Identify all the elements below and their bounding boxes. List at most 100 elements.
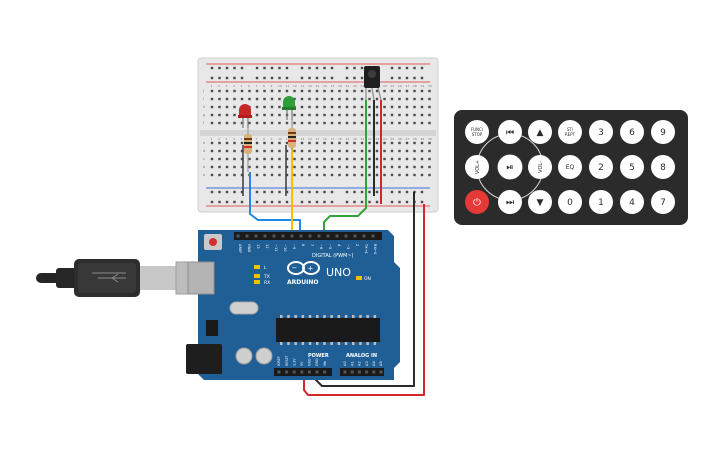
digital-pin[interactable]	[335, 234, 339, 238]
breadboard-hole[interactable]	[323, 165, 326, 169]
breadboard-hole[interactable]	[278, 190, 281, 194]
breadboard-hole[interactable]	[398, 149, 401, 153]
breadboard-hole[interactable]	[255, 66, 259, 70]
breadboard-hole[interactable]	[225, 89, 229, 93]
breadboard-hole[interactable]	[315, 66, 319, 70]
breadboard-hole[interactable]	[300, 190, 304, 194]
breadboard-hole[interactable]	[383, 157, 386, 161]
breadboard-hole[interactable]	[398, 121, 401, 125]
breadboard-hole[interactable]	[398, 89, 401, 93]
remote-button-digit-7-face[interactable]	[651, 190, 675, 214]
digital-pin[interactable]	[281, 234, 285, 238]
breadboard-hole[interactable]	[413, 173, 416, 177]
remote-button-down-face[interactable]	[528, 190, 552, 214]
breadboard-hole[interactable]	[263, 173, 266, 177]
breadboard-hole[interactable]	[338, 89, 341, 93]
remote-button-digit-9[interactable]: 9	[651, 120, 675, 144]
breadboard-hole[interactable]	[263, 121, 266, 125]
breadboard-hole[interactable]	[398, 105, 401, 109]
breadboard-hole[interactable]	[345, 149, 349, 153]
breadboard-hole[interactable]	[300, 121, 304, 125]
breadboard-hole[interactable]	[330, 200, 334, 204]
breadboard-hole[interactable]	[338, 157, 341, 161]
breadboard-hole[interactable]	[248, 89, 251, 93]
remote-button-skip-forward[interactable]: ⏭	[498, 190, 522, 214]
breadboard-hole[interactable]	[210, 141, 214, 145]
breadboard-hole[interactable]	[398, 157, 401, 161]
breadboard-hole[interactable]	[345, 97, 349, 101]
breadboard-hole[interactable]	[285, 141, 289, 145]
remote-button-func-stop[interactable]: FUNC/STOP	[465, 120, 489, 144]
breadboard-hole[interactable]	[233, 200, 236, 204]
breadboard-hole[interactable]	[255, 97, 259, 101]
breadboard-hole[interactable]	[330, 121, 334, 125]
breadboard-hole[interactable]	[420, 165, 424, 169]
breadboard-hole[interactable]	[398, 173, 401, 177]
breadboard-hole[interactable]	[368, 200, 371, 204]
breadboard-hole[interactable]	[368, 97, 371, 101]
breadboard-hole[interactable]	[420, 157, 424, 161]
breadboard-hole[interactable]	[315, 165, 319, 169]
breadboard-hole[interactable]	[263, 97, 266, 101]
breadboard-hole[interactable]	[300, 165, 304, 169]
breadboard-hole[interactable]	[278, 141, 281, 145]
breadboard-hole[interactable]	[315, 121, 319, 125]
breadboard-hole[interactable]	[420, 149, 424, 153]
breadboard-hole[interactable]	[413, 165, 416, 169]
wire-green[interactable]	[323, 100, 367, 232]
breadboard-hole[interactable]	[390, 157, 394, 161]
remote-button-func-stop-face[interactable]	[465, 120, 489, 144]
breadboard-hole[interactable]	[285, 121, 289, 125]
breadboard-hole[interactable]	[353, 66, 356, 70]
breadboard-hole[interactable]	[420, 76, 424, 80]
breadboard-hole[interactable]	[285, 89, 289, 93]
breadboard-hole[interactable]	[360, 121, 364, 125]
breadboard-hole[interactable]	[315, 190, 319, 194]
usb-cable[interactable]	[36, 259, 211, 297]
breadboard-hole[interactable]	[360, 157, 364, 161]
breadboard-hole[interactable]	[375, 165, 379, 169]
breadboard-hole[interactable]	[330, 190, 334, 194]
breadboard-hole[interactable]	[368, 157, 371, 161]
breadboard-hole[interactable]	[285, 200, 289, 204]
breadboard-hole[interactable]	[413, 113, 416, 117]
breadboard-hole[interactable]	[233, 173, 236, 177]
breadboard-hole[interactable]	[413, 149, 416, 153]
breadboard-hole[interactable]	[323, 173, 326, 177]
breadboard-hole[interactable]	[218, 157, 221, 161]
breadboard-hole[interactable]	[360, 97, 364, 101]
breadboard-hole[interactable]	[375, 200, 379, 204]
breadboard-hole[interactable]	[263, 200, 266, 204]
breadboard-hole[interactable]	[218, 173, 221, 177]
breadboard-hole[interactable]	[360, 141, 364, 145]
breadboard-hole[interactable]	[218, 141, 221, 145]
breadboard-hole[interactable]	[278, 200, 281, 204]
breadboard-hole[interactable]	[315, 97, 319, 101]
breadboard-hole[interactable]	[375, 141, 379, 145]
resistor-1[interactable]	[244, 128, 252, 172]
breadboard-hole[interactable]	[420, 89, 424, 93]
breadboard-hole[interactable]	[375, 113, 379, 117]
breadboard-hole[interactable]	[218, 200, 221, 204]
breadboard-hole[interactable]	[225, 165, 229, 169]
breadboard-hole[interactable]	[263, 113, 266, 117]
breadboard-hole[interactable]	[345, 190, 349, 194]
breadboard-hole[interactable]	[345, 165, 349, 169]
remote-button-digit-6[interactable]: 6	[620, 120, 644, 144]
breadboard-hole[interactable]	[308, 149, 311, 153]
breadboard-hole[interactable]	[293, 149, 296, 153]
breadboard-hole[interactable]	[383, 149, 386, 153]
remote-button-st-rept[interactable]: ST/REPT	[558, 120, 582, 144]
breadboard-hole[interactable]	[263, 105, 266, 109]
breadboard-hole[interactable]	[390, 113, 394, 117]
breadboard-hole[interactable]	[248, 97, 251, 101]
remote-button-digit-2[interactable]: 2	[589, 155, 613, 179]
breadboard-hole[interactable]	[330, 157, 334, 161]
breadboard-hole[interactable]	[233, 97, 236, 101]
breadboard-hole[interactable]	[210, 113, 214, 117]
breadboard-hole[interactable]	[413, 121, 416, 125]
breadboard-hole[interactable]	[405, 149, 409, 153]
breadboard-hole[interactable]	[248, 165, 251, 169]
breadboard-hole[interactable]	[345, 76, 349, 80]
breadboard-hole[interactable]	[428, 141, 431, 145]
